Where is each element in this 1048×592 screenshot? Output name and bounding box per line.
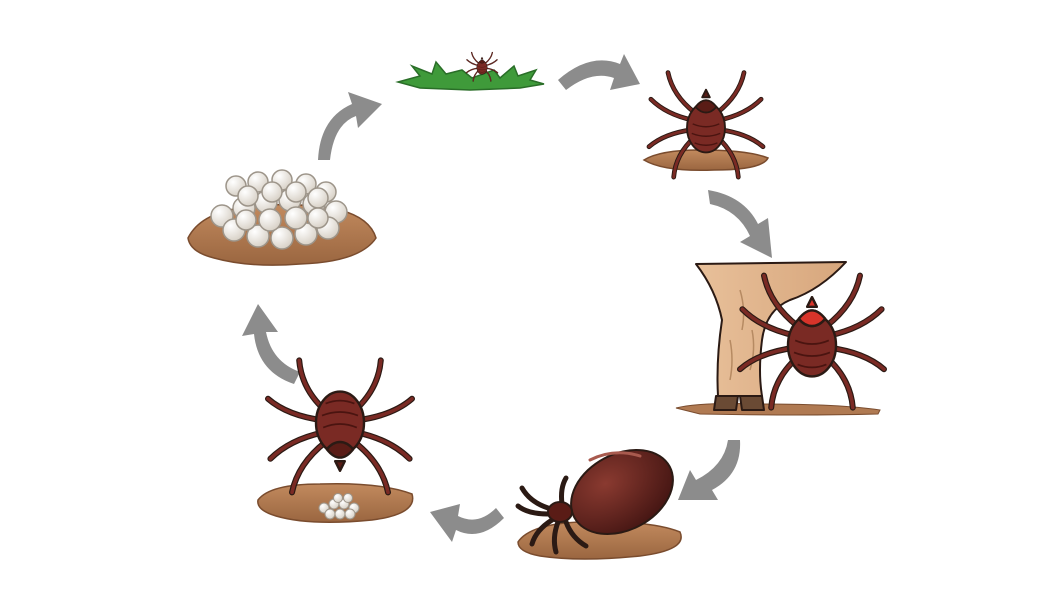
arrow-eggs-to-larva xyxy=(318,92,382,160)
stage-larva xyxy=(398,52,544,90)
arrow-engorged-to-laying xyxy=(430,504,504,542)
grass-tuft xyxy=(398,62,544,90)
stage-adult-feeding xyxy=(676,262,884,415)
stage-engorged-female xyxy=(518,433,688,559)
stage-eggs xyxy=(188,170,376,265)
stage-nymph xyxy=(644,73,768,178)
arrow-nymph-to-adult xyxy=(708,190,772,258)
arrow-larva-to-nymph xyxy=(558,54,640,90)
arrow-laying-to-eggs xyxy=(242,304,300,384)
stage-female-laying-eggs xyxy=(258,360,413,522)
arrow-adult-to-engorged xyxy=(678,440,740,500)
ground-line xyxy=(676,404,880,416)
